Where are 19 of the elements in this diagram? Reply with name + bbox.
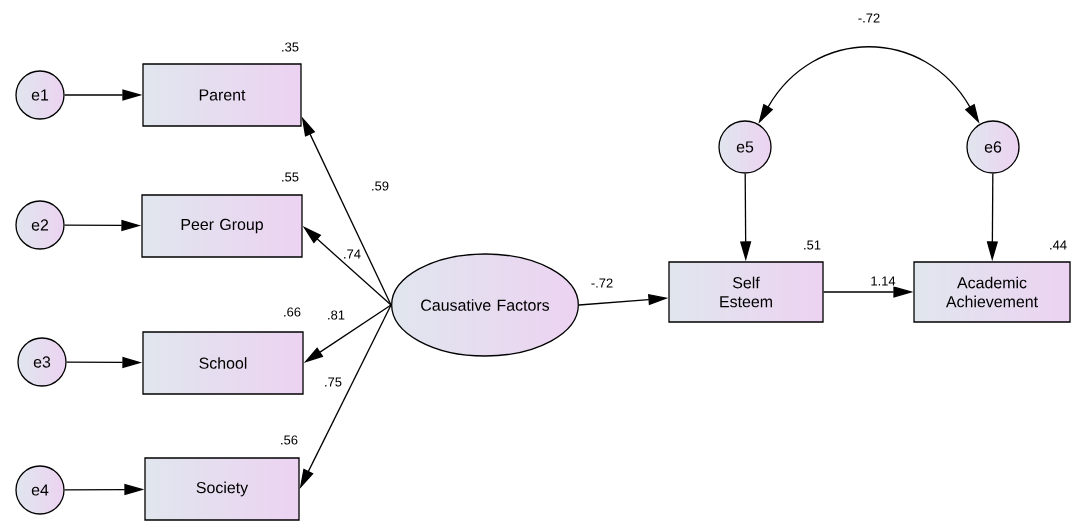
edge-label: -.72 (858, 13, 880, 23)
edge-label: .74 (344, 249, 361, 259)
variable-box: Society (144, 457, 300, 521)
r-squared-label: .55 (282, 172, 299, 182)
variable-box: Peer Group (141, 194, 303, 258)
edge-label: .59 (372, 181, 389, 191)
r-squared-label: .51 (804, 240, 821, 250)
edge-label: 1.14 (871, 276, 896, 286)
edge-label: .81 (328, 310, 345, 320)
edge-label: .75 (325, 377, 342, 387)
r-squared-label: .56 (281, 435, 298, 445)
r-squared-label: .66 (284, 307, 301, 317)
edge-label: -.72 (591, 278, 613, 288)
variable-box: Self Esteem (668, 261, 824, 323)
r-squared-label: .44 (1050, 240, 1067, 250)
variable-box: School (142, 331, 304, 395)
r-squared-label: .35 (282, 42, 299, 52)
variable-box: Academic Achievement (913, 261, 1071, 323)
variable-box: Parent (142, 63, 302, 127)
